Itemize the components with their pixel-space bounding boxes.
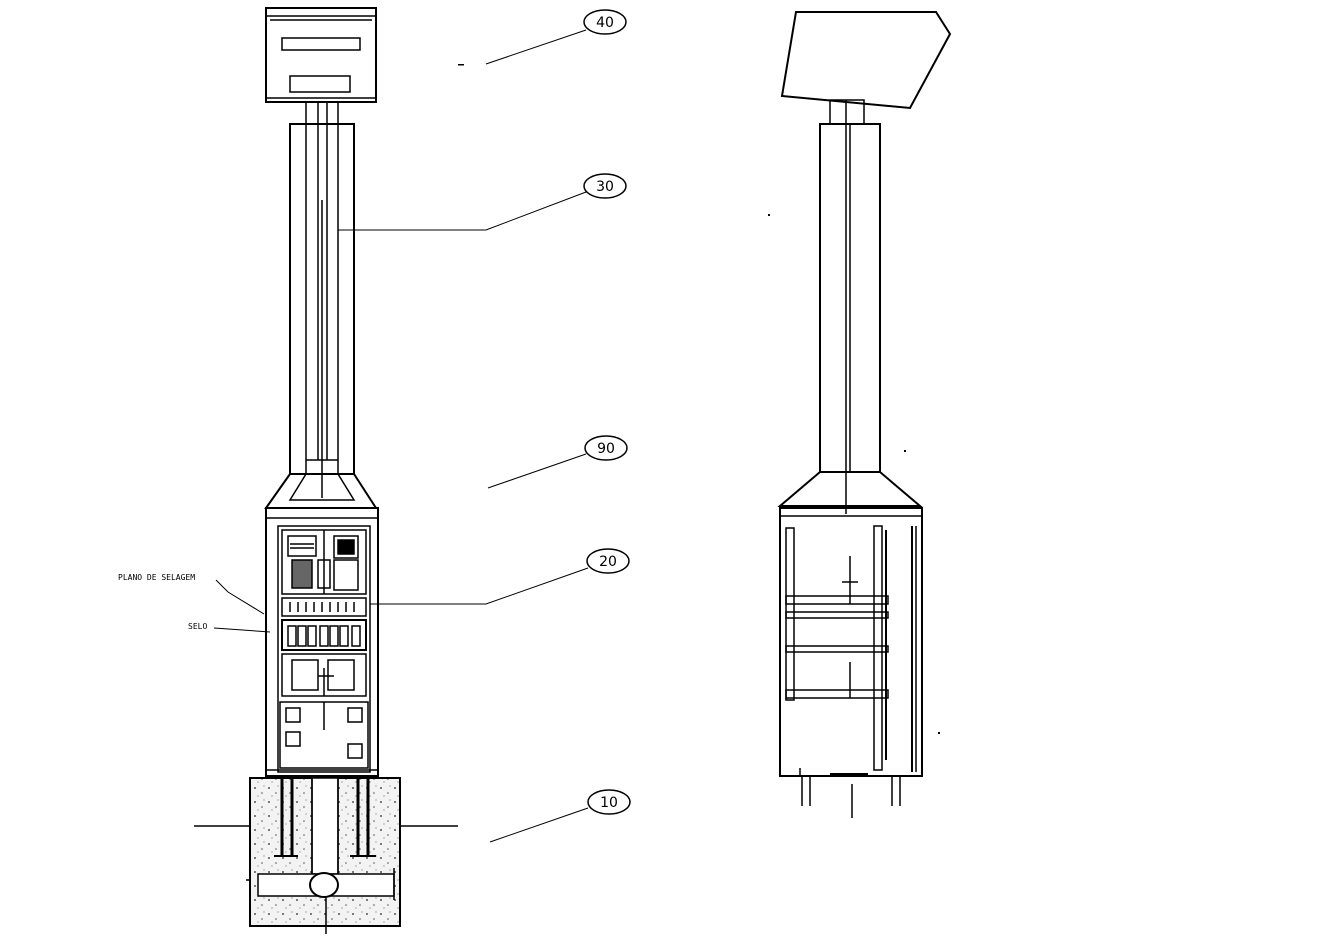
callout-20: 20	[587, 549, 629, 573]
callout-40: 40	[584, 10, 626, 34]
callout-30: 30	[584, 174, 626, 198]
drawing-marks	[458, 64, 940, 734]
callout-10: 10	[588, 790, 630, 814]
side-foundation-stubs	[802, 776, 900, 818]
cabinet-junction-box	[280, 702, 368, 768]
callout-leaders	[338, 30, 588, 842]
front-foundation	[194, 778, 458, 934]
callout-40-label: 40	[596, 15, 614, 31]
cabinet-meter-module	[282, 654, 366, 696]
front-column	[290, 124, 354, 498]
cabinet-breaker-row-2	[282, 620, 366, 650]
side-display-head	[782, 12, 950, 108]
note-selo: SELO	[188, 622, 270, 632]
side-cabinet	[780, 508, 922, 776]
front-display-head	[266, 8, 376, 102]
cabinet-module-top	[282, 530, 366, 594]
callout-90: 90	[585, 436, 627, 460]
callout-90-label: 90	[597, 441, 615, 457]
front-neck	[306, 102, 338, 124]
callout-30-label: 30	[596, 179, 614, 195]
front-cabinet	[266, 508, 378, 776]
side-view	[780, 12, 950, 818]
side-column	[820, 124, 880, 514]
side-transition-cone	[780, 472, 920, 506]
front-transition-cone	[266, 474, 376, 508]
note-plano-selagem: PLANO DE SELAGEM	[118, 573, 264, 614]
note-selo-label: SELO	[188, 622, 207, 631]
callout-10-label: 10	[600, 795, 618, 811]
cabinet-breaker-row-1	[282, 598, 366, 616]
callout-20-label: 20	[599, 554, 617, 570]
note-plano-selagem-label: PLANO DE SELAGEM	[118, 573, 195, 582]
front-view	[194, 8, 458, 934]
